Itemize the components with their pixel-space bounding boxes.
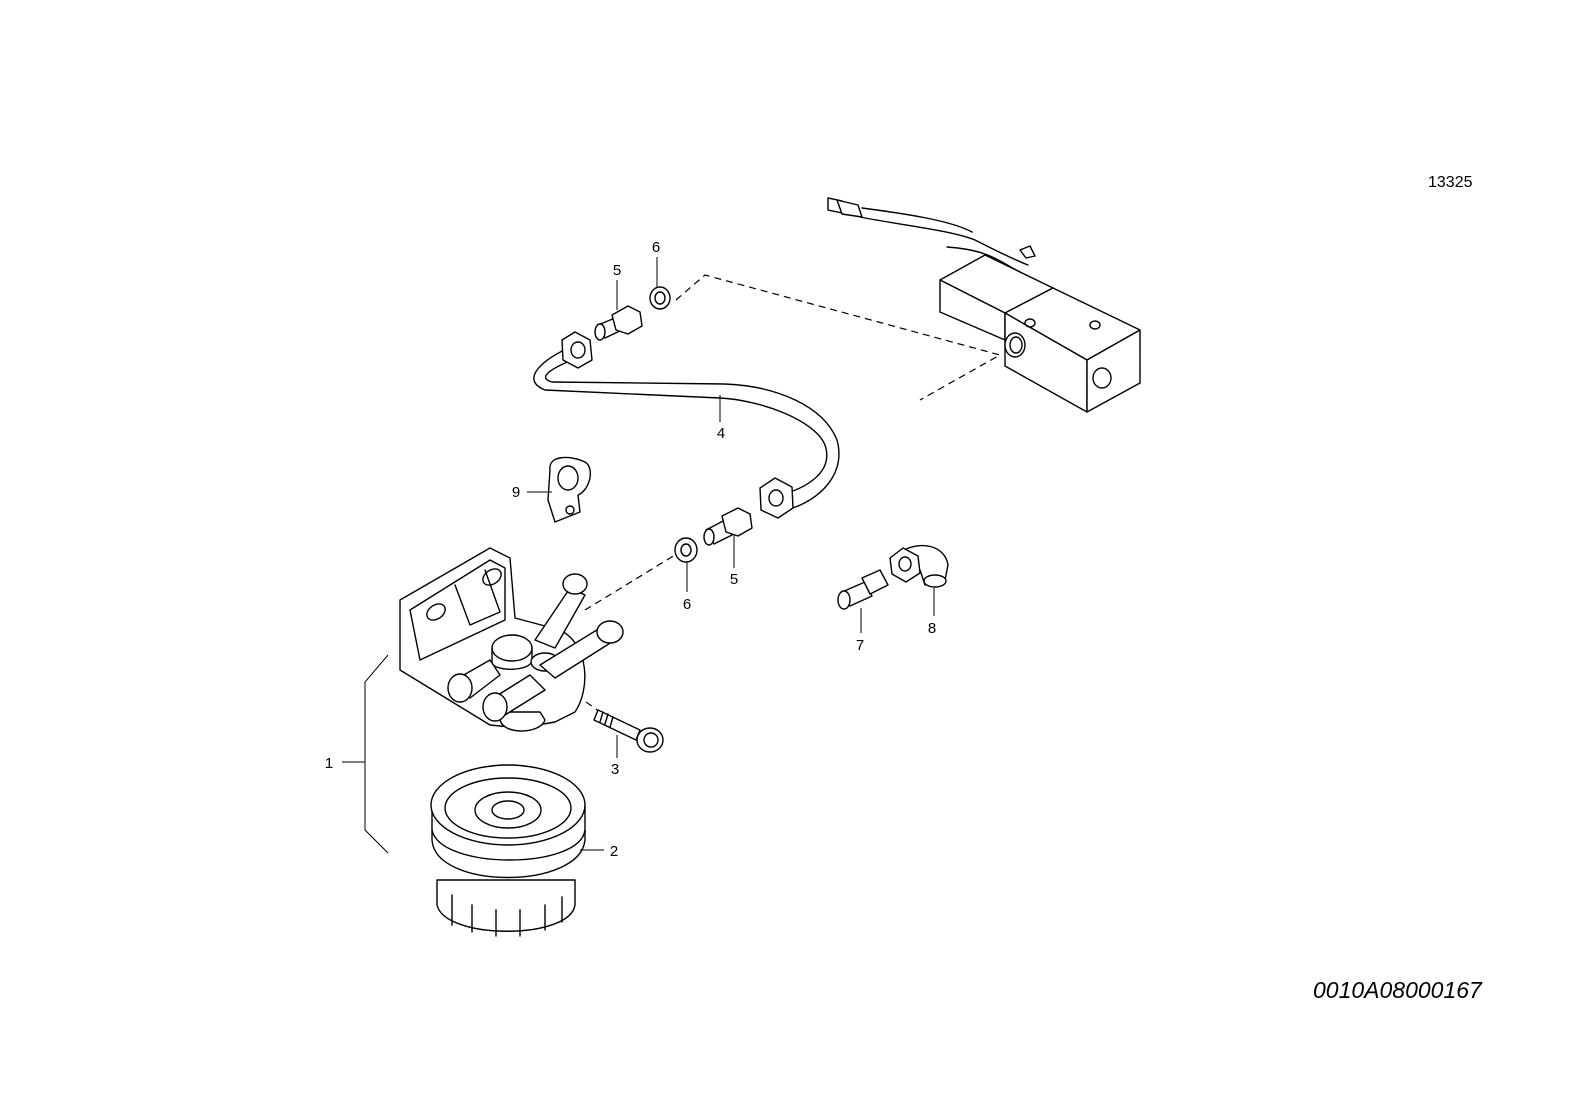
callout-9: 9: [512, 484, 520, 501]
washer-bottom: [674, 537, 698, 563]
leader-lines: [342, 257, 935, 854]
clamp: [547, 456, 592, 523]
callout-4: 4: [717, 425, 725, 442]
solenoid-valve: [827, 197, 1141, 413]
tube: [533, 331, 840, 519]
callout-3: 3: [611, 761, 619, 778]
callout-8: 8: [928, 620, 936, 637]
callout-5-top: 5: [613, 262, 621, 279]
washer-top: [649, 286, 671, 310]
drawing-code: 0010A08000167: [1313, 977, 1483, 1003]
bolt: [593, 709, 664, 753]
assembly-line-head: [584, 554, 676, 611]
filter-cartridge: [430, 764, 586, 937]
callout-1: 1: [325, 755, 333, 772]
callout-6-top: 6: [652, 239, 660, 256]
callout-7: 7: [856, 637, 864, 654]
reference-number: 13325: [1428, 174, 1473, 191]
fitting-7: [837, 569, 889, 610]
callout-2: 2: [610, 843, 618, 860]
fitting-top: [594, 305, 643, 341]
callout-6-bottom: 6: [683, 596, 691, 613]
callout-5-bottom: 5: [730, 571, 738, 588]
assembly-line-valve: [675, 274, 1002, 401]
elbow-8: [889, 544, 949, 588]
filter-head: [399, 547, 624, 732]
fitting-bottom: [703, 507, 753, 546]
